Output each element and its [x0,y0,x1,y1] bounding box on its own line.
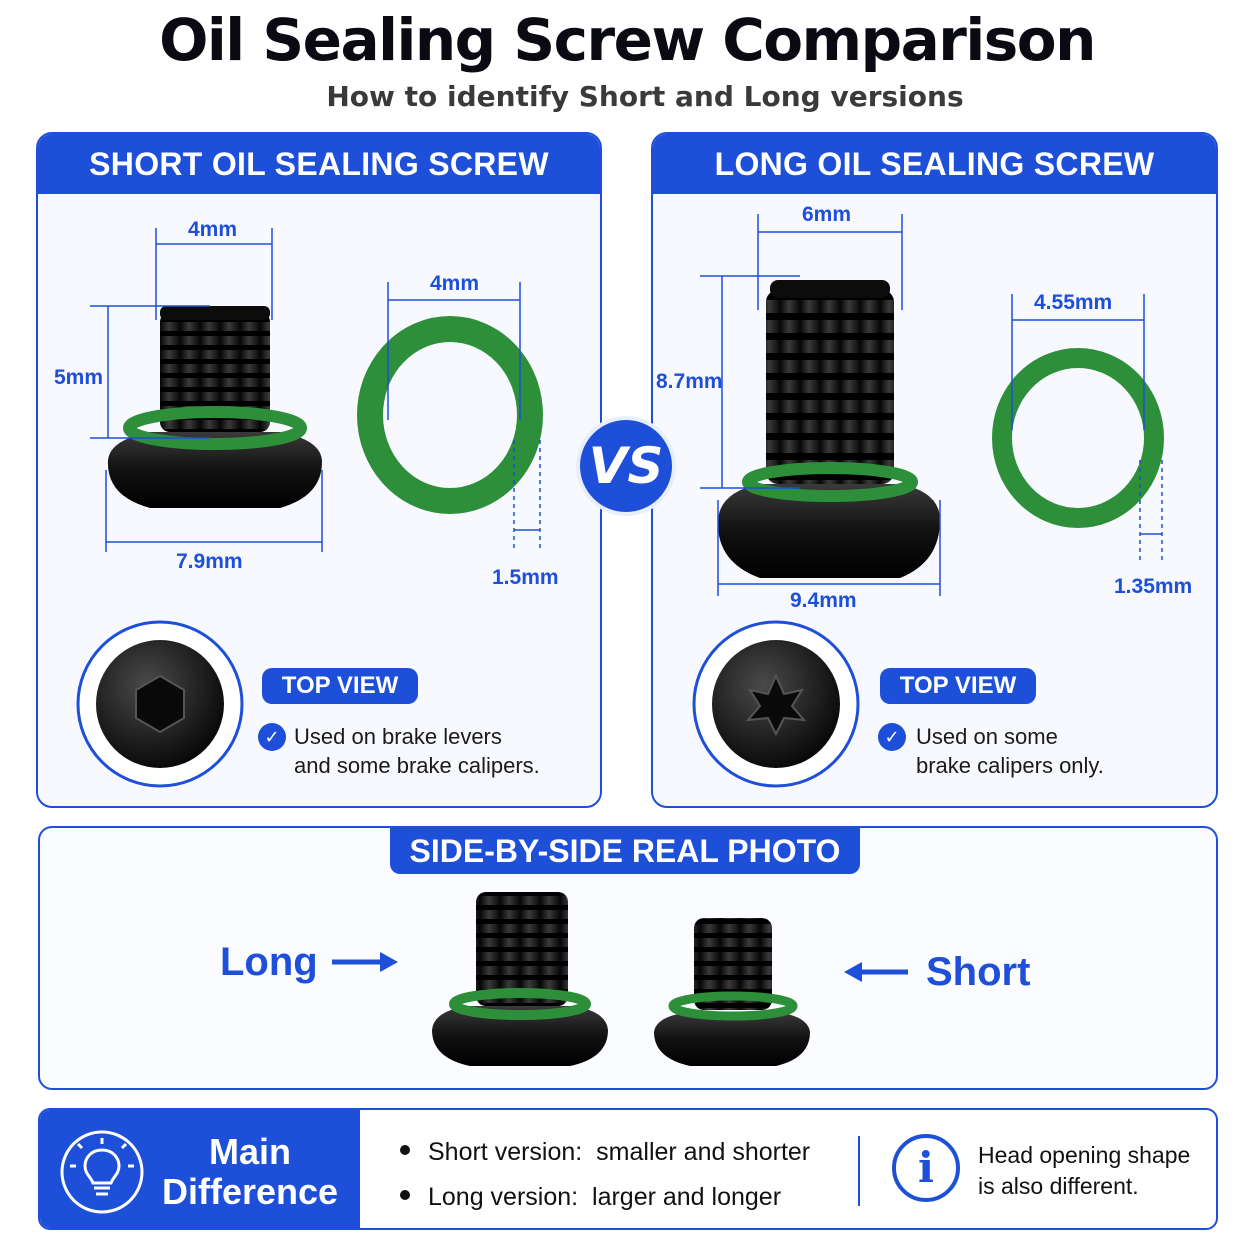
lightbulb-icon [60,1130,144,1214]
short-oring-inner-label: 4mm [430,272,480,295]
short-top-view [76,620,244,788]
info-line1: Head opening shape [978,1142,1191,1168]
long-thread-width-label: 6mm [802,203,852,226]
bullet-dot [400,1145,410,1156]
short-dimension-lines [90,228,541,552]
check-icon: ✓ [878,723,906,751]
short-screw-side-view [107,306,322,508]
hex-socket-icon [135,674,185,734]
short-usage-text: Used on brake levers and some brake cali… [294,722,594,780]
main-difference-heading: Main Difference [150,1132,350,1212]
short-label: Short [926,950,1031,994]
info-line2: is also different. [978,1173,1139,1199]
short-oring [357,316,543,514]
short-panel-title: SHORT OIL SEALING SCREW [38,134,600,194]
summary-divider [858,1136,860,1206]
long-usage-text: Used on some brake calipers only. [916,722,1216,780]
bullet-long-version: Long version: larger and longer [400,1183,781,1212]
long-usage-line2: brake calipers only. [916,753,1104,778]
long-thread-length-label: 8.7mm [656,370,723,393]
info-icon: i [892,1134,960,1202]
short-thread-width-label: 4mm [188,218,238,241]
long-oring [992,348,1164,528]
long-oring-thickness-label: 1.35mm [1114,575,1193,598]
check-icon: ✓ [258,723,286,751]
short-oring-thickness-label: 1.5mm [492,566,559,589]
bullet-short-version: Short version: smaller and shorter [400,1138,810,1167]
long-usage-line1: Used on some [916,724,1058,749]
long-dimension-lines [700,214,1163,596]
main-difference-line2: Difference [161,1171,339,1212]
torx-socket-icon [745,673,807,737]
page-subtitle: How to identify Short and Long versions [326,80,964,113]
main-difference-line1: Main [208,1131,291,1172]
side-by-side-title: SIDE-BY-SIDE REAL PHOTO [390,826,860,874]
main-difference-header: Main Difference [40,1110,360,1228]
short-head-diameter-label: 7.9mm [176,550,243,573]
main-difference-panel: Main Difference Short version: smaller a… [38,1108,1218,1230]
bullet1-key: Short version: [428,1138,583,1166]
long-label: Long [220,940,318,984]
short-usage-line2: and some brake calipers. [294,753,540,778]
bullet1-value: smaller and shorter [596,1138,811,1166]
vs-badge: VS [580,420,672,512]
long-panel-title: LONG OIL SEALING SCREW [653,134,1216,194]
bullet-dot [400,1190,410,1201]
info-text: Head opening shape is also different. [978,1140,1208,1202]
long-top-view-badge: TOP VIEW [880,668,1036,704]
page-title: Oil Sealing Screw Comparison [159,6,1096,74]
long-oring-inner-label: 4.55mm [1034,291,1113,314]
bullet2-value: larger and longer [592,1183,782,1211]
long-screw-side-view [717,280,940,578]
long-top-view [692,620,860,788]
short-top-view-badge: TOP VIEW [262,668,418,704]
short-usage-line1: Used on brake levers [294,724,502,749]
long-head-diameter-label: 9.4mm [790,589,857,612]
bullet2-key: Long version: [428,1183,579,1211]
short-thread-length-label: 5mm [54,366,104,389]
